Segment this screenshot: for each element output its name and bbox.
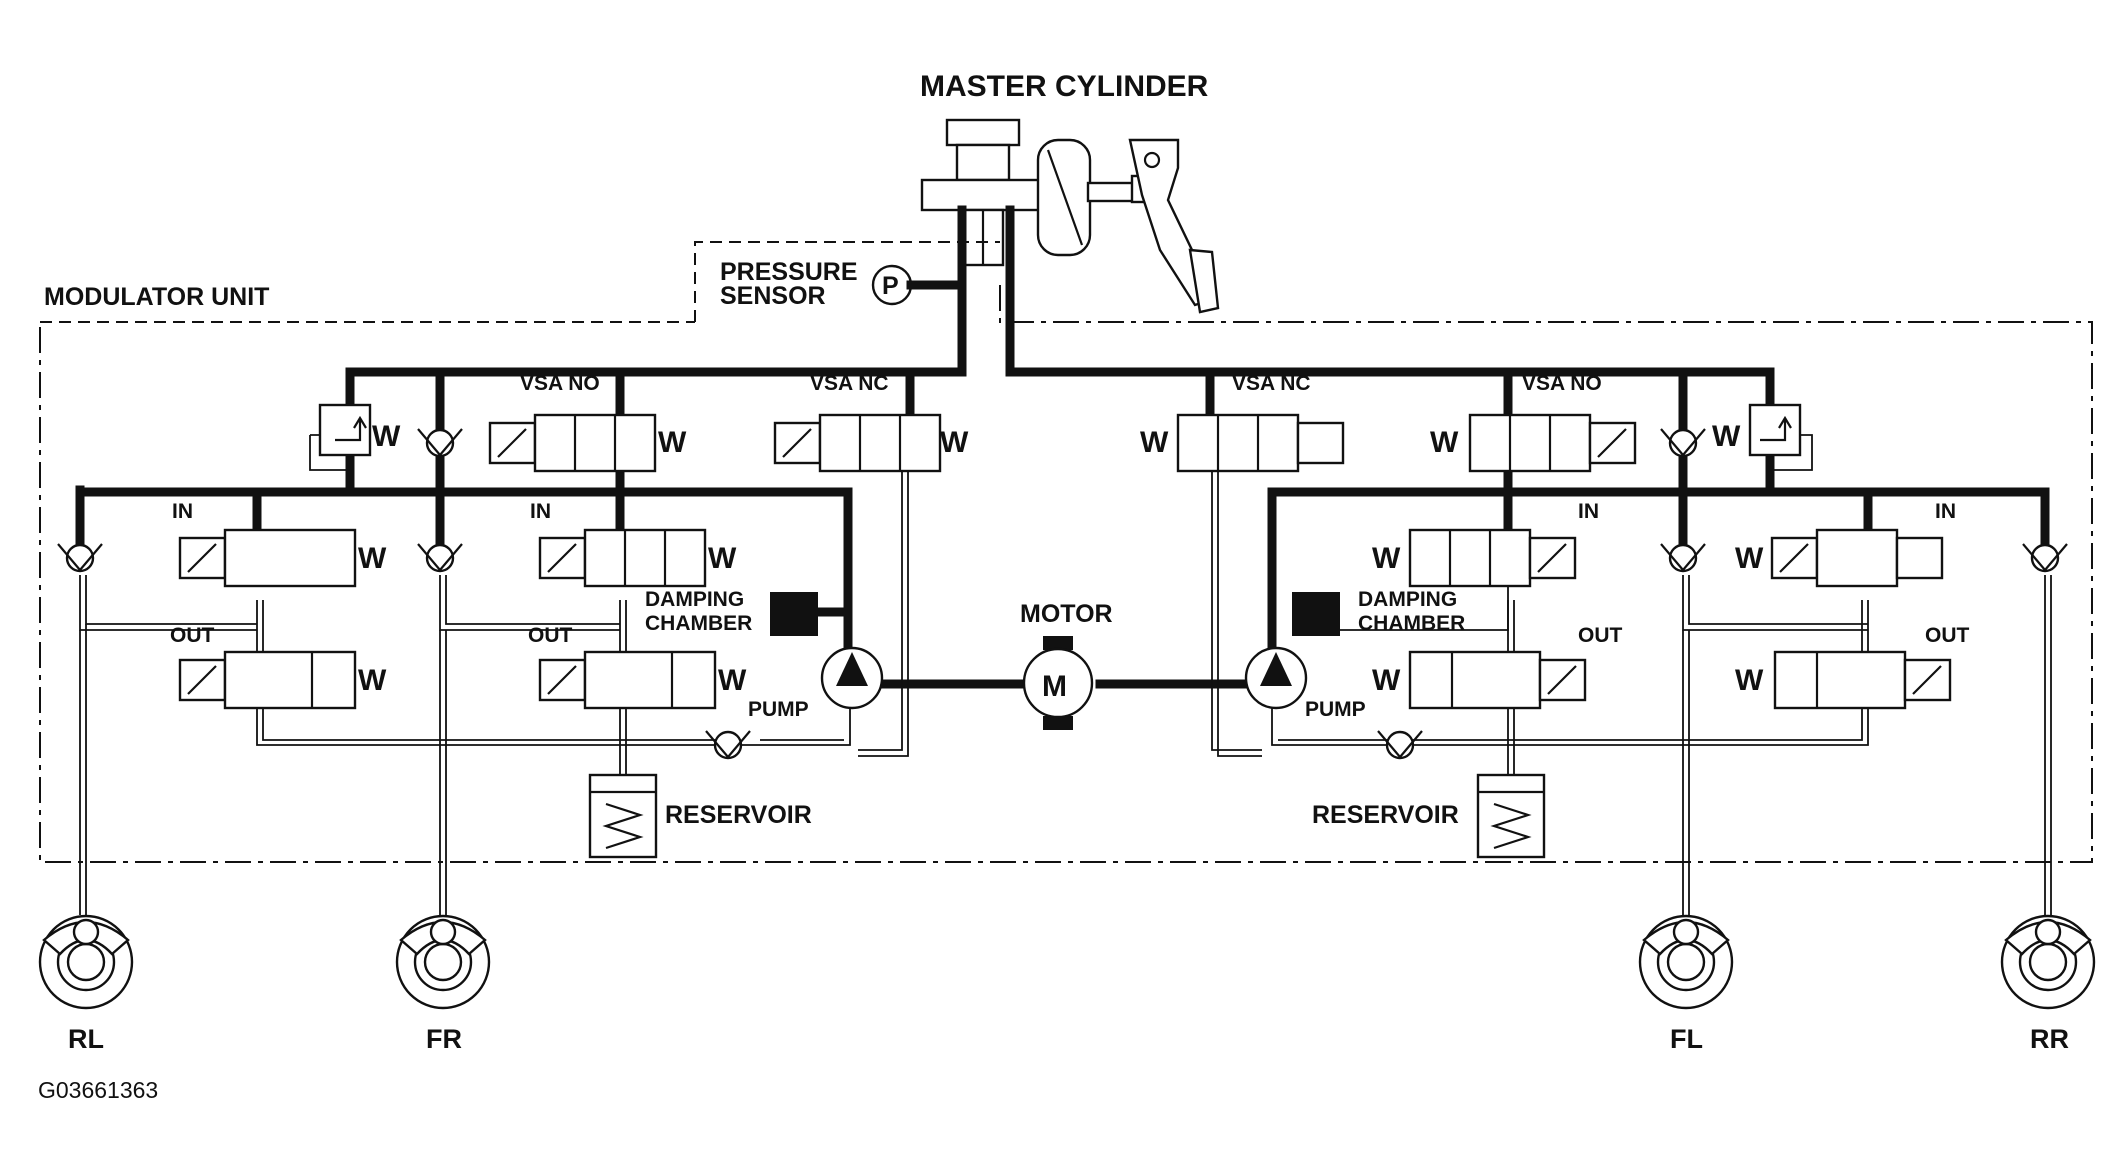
pump-right [1244, 646, 1308, 710]
damping-left-label-1: DAMPING [645, 588, 744, 611]
vsa-no-valve-left: W [488, 413, 687, 473]
high-pressure-lines [75, 205, 2050, 689]
check-valve-upper-left [416, 427, 464, 458]
wheel-rr-label: RR [2030, 1024, 2069, 1054]
relief-valve-right: W [1712, 403, 1813, 471]
vsa-nc-valve-left: W [773, 413, 969, 473]
in-label-1: IN [172, 500, 193, 523]
spring-symbol-relief-right: W [1712, 420, 1741, 453]
check-valve-in-fl [1659, 542, 1707, 573]
wheel-fl: FL [1638, 914, 1734, 1054]
check-valve-in-fr [416, 542, 464, 573]
reservoir-right [1476, 773, 1546, 859]
spring-symbol-in-rl: W [358, 542, 387, 575]
in-valve-rr: W [1735, 528, 1944, 588]
spring-symbol-out-fl: W [1372, 664, 1401, 697]
modulator-unit-label: MODULATOR UNIT [44, 283, 269, 311]
vsa-no-left-label: VSA NO [520, 372, 600, 395]
check-valve-upper-right [1659, 427, 1707, 458]
motor-symbol: M [1042, 670, 1067, 703]
out-valve-rr: W [1735, 650, 1952, 710]
left-valves: W VSA NO W VSA NC W IN IN W [56, 372, 969, 859]
wheel-fr: FR [395, 914, 491, 1054]
modulator-unit-boundary [39, 241, 2093, 863]
damping-right-label-1: DAMPING [1358, 588, 1457, 611]
damping-chamber-right [1292, 592, 1340, 636]
wheel-rl-label: RL [68, 1024, 104, 1054]
out-valve-rl: W [178, 650, 387, 710]
wheel-fr-label: FR [426, 1024, 462, 1054]
in-label-3: IN [1578, 500, 1599, 523]
pump-left [820, 646, 884, 710]
out-valve-fr: W [538, 650, 747, 710]
check-valve-in-rl [56, 542, 104, 573]
in-label-2: IN [530, 500, 551, 523]
wheel-rl: RL [38, 914, 134, 1054]
spring-symbol-vsa-no-left: W [658, 426, 687, 459]
reservoir-left [588, 773, 658, 859]
pressure-sensor-icon: P [871, 264, 967, 306]
vsa-no-right-label: VSA NO [1522, 372, 1602, 395]
wheel-fl-label: FL [1670, 1024, 1703, 1054]
spring-symbol-relief-left: W [372, 420, 401, 453]
vsa-no-valve-right: W [1430, 413, 1637, 473]
damping-chamber-left [770, 592, 818, 636]
motor-icon: M [1022, 636, 1094, 730]
out-label-2: OUT [528, 624, 573, 647]
pressure-sensor-label-2: SENSOR [720, 282, 826, 310]
spring-symbol-vsa-nc-left: W [940, 426, 969, 459]
pressure-sensor-symbol: P [882, 272, 899, 300]
spring-symbol-vsa-nc-right: W [1140, 426, 1169, 459]
pump-left-label: PUMP [748, 698, 809, 721]
spring-symbol-out-fr: W [718, 664, 747, 697]
pressure-sensor-label-1: PRESSURE [720, 258, 858, 286]
relief-valve-left: W [309, 403, 401, 471]
check-valve-in-rr [2021, 542, 2069, 573]
spring-symbol-in-rr: W [1735, 542, 1764, 575]
vsa-nc-left-label: VSA NC [810, 372, 889, 395]
damping-left-label-2: CHAMBER [645, 612, 752, 635]
figure-id: G03661363 [38, 1077, 158, 1103]
out-label-3: OUT [1578, 624, 1623, 647]
in-valve-fl: W [1372, 528, 1577, 588]
master-cylinder-icon [920, 118, 1220, 314]
spring-symbol-out-rr: W [1735, 664, 1764, 697]
spring-symbol-in-fl: W [1372, 542, 1401, 575]
out-label-1: OUT [170, 624, 215, 647]
vsa-nc-valve-right: W [1140, 413, 1345, 473]
motor-label: MOTOR [1020, 600, 1113, 628]
vsa-nc-right-label: VSA NC [1232, 372, 1311, 395]
return-lines [79, 445, 2052, 920]
out-valve-fl: W [1372, 650, 1587, 710]
spring-symbol-in-fr: W [708, 542, 737, 575]
out-label-4: OUT [1925, 624, 1970, 647]
spring-symbol-out-rl: W [358, 664, 387, 697]
in-valve-rl: W [178, 528, 387, 588]
wheel-rr: RR [2000, 914, 2096, 1054]
spring-symbol-vsa-no-right: W [1430, 426, 1459, 459]
right-valves: VSA NC W VSA NO W W IN IN W [1140, 372, 2069, 859]
damping-right-label-2: CHAMBER [1358, 612, 1465, 635]
in-label-4: IN [1935, 500, 1956, 523]
pump-right-label: PUMP [1305, 698, 1366, 721]
in-valve-fr: W [538, 528, 737, 588]
reservoir-right-label: RESERVOIR [1312, 801, 1459, 829]
reservoir-left-label: RESERVOIR [665, 801, 812, 829]
master-cylinder-title: MASTER CYLINDER [920, 70, 1209, 103]
